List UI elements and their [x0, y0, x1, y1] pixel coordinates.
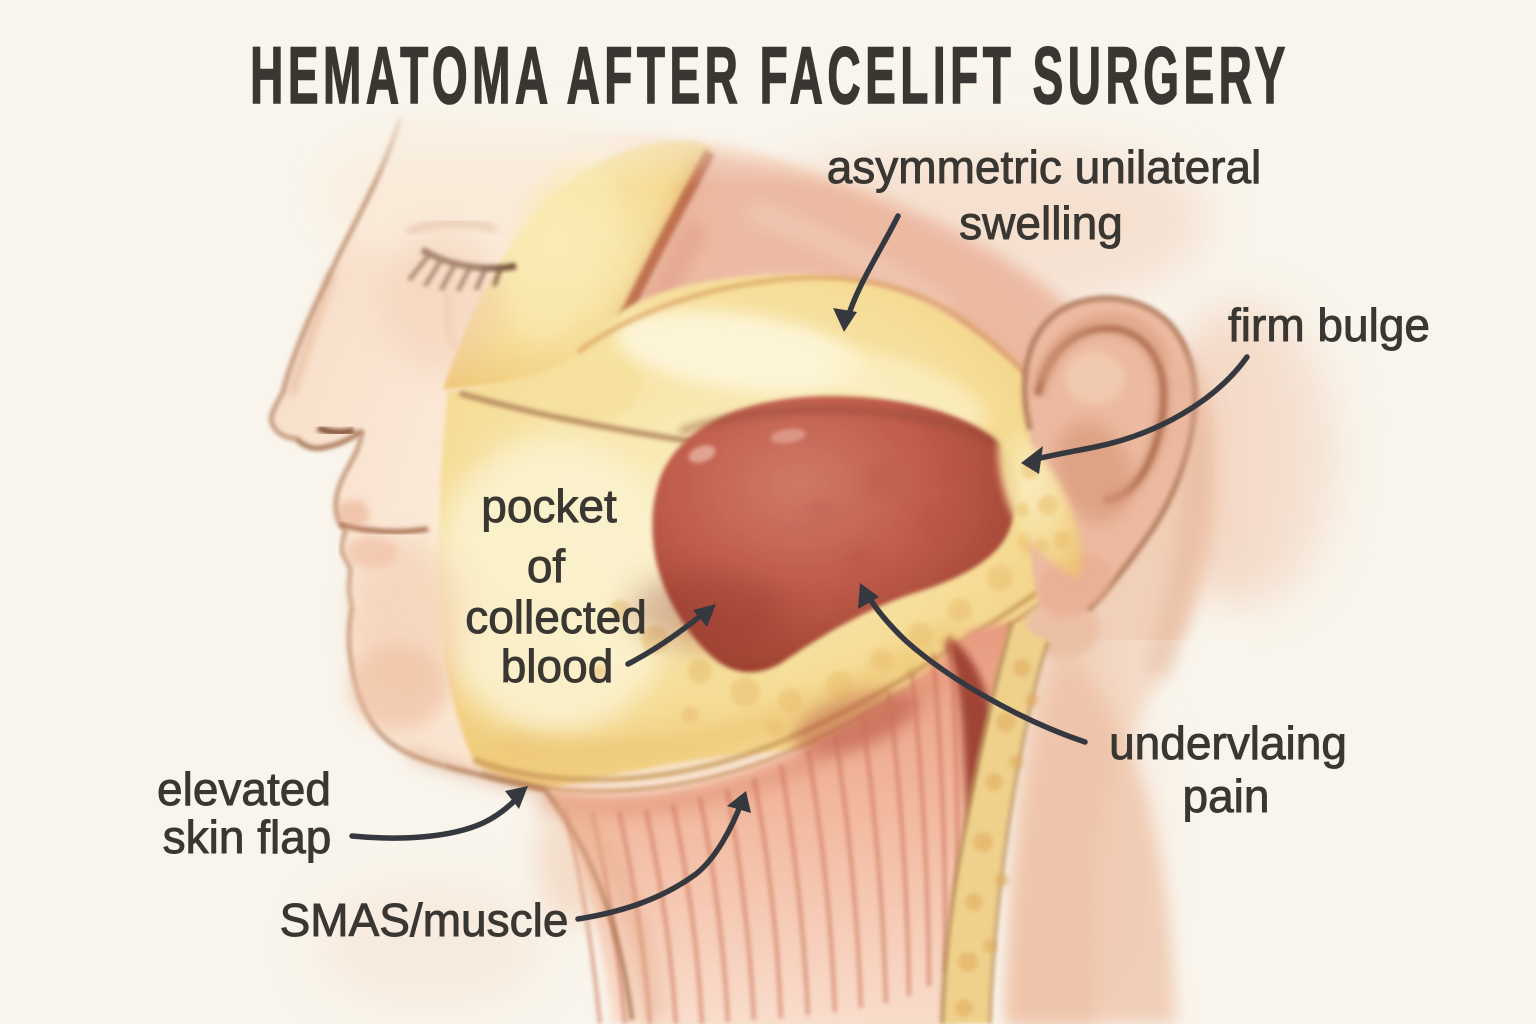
svg-text:SMAS/muscle: SMAS/muscle [280, 894, 569, 946]
svg-text:HEMATOMA AFTER FACELIFT SURGER: HEMATOMA AFTER FACELIFT SURGERY [250, 29, 1290, 120]
svg-text:elevated: elevated [157, 763, 331, 815]
svg-text:swelling: swelling [959, 197, 1123, 249]
svg-text:blood: blood [501, 640, 614, 692]
svg-text:firm bulge: firm bulge [1228, 299, 1430, 351]
svg-text:pain: pain [1183, 770, 1270, 822]
svg-text:of: of [527, 540, 566, 592]
svg-text:undervlaing: undervlaing [1109, 717, 1347, 769]
svg-text:asymmetric unilateral: asymmetric unilateral [827, 141, 1262, 193]
svg-text:skin flap: skin flap [163, 811, 332, 863]
svg-text:pocket: pocket [481, 480, 617, 532]
svg-text:collected: collected [465, 591, 647, 643]
